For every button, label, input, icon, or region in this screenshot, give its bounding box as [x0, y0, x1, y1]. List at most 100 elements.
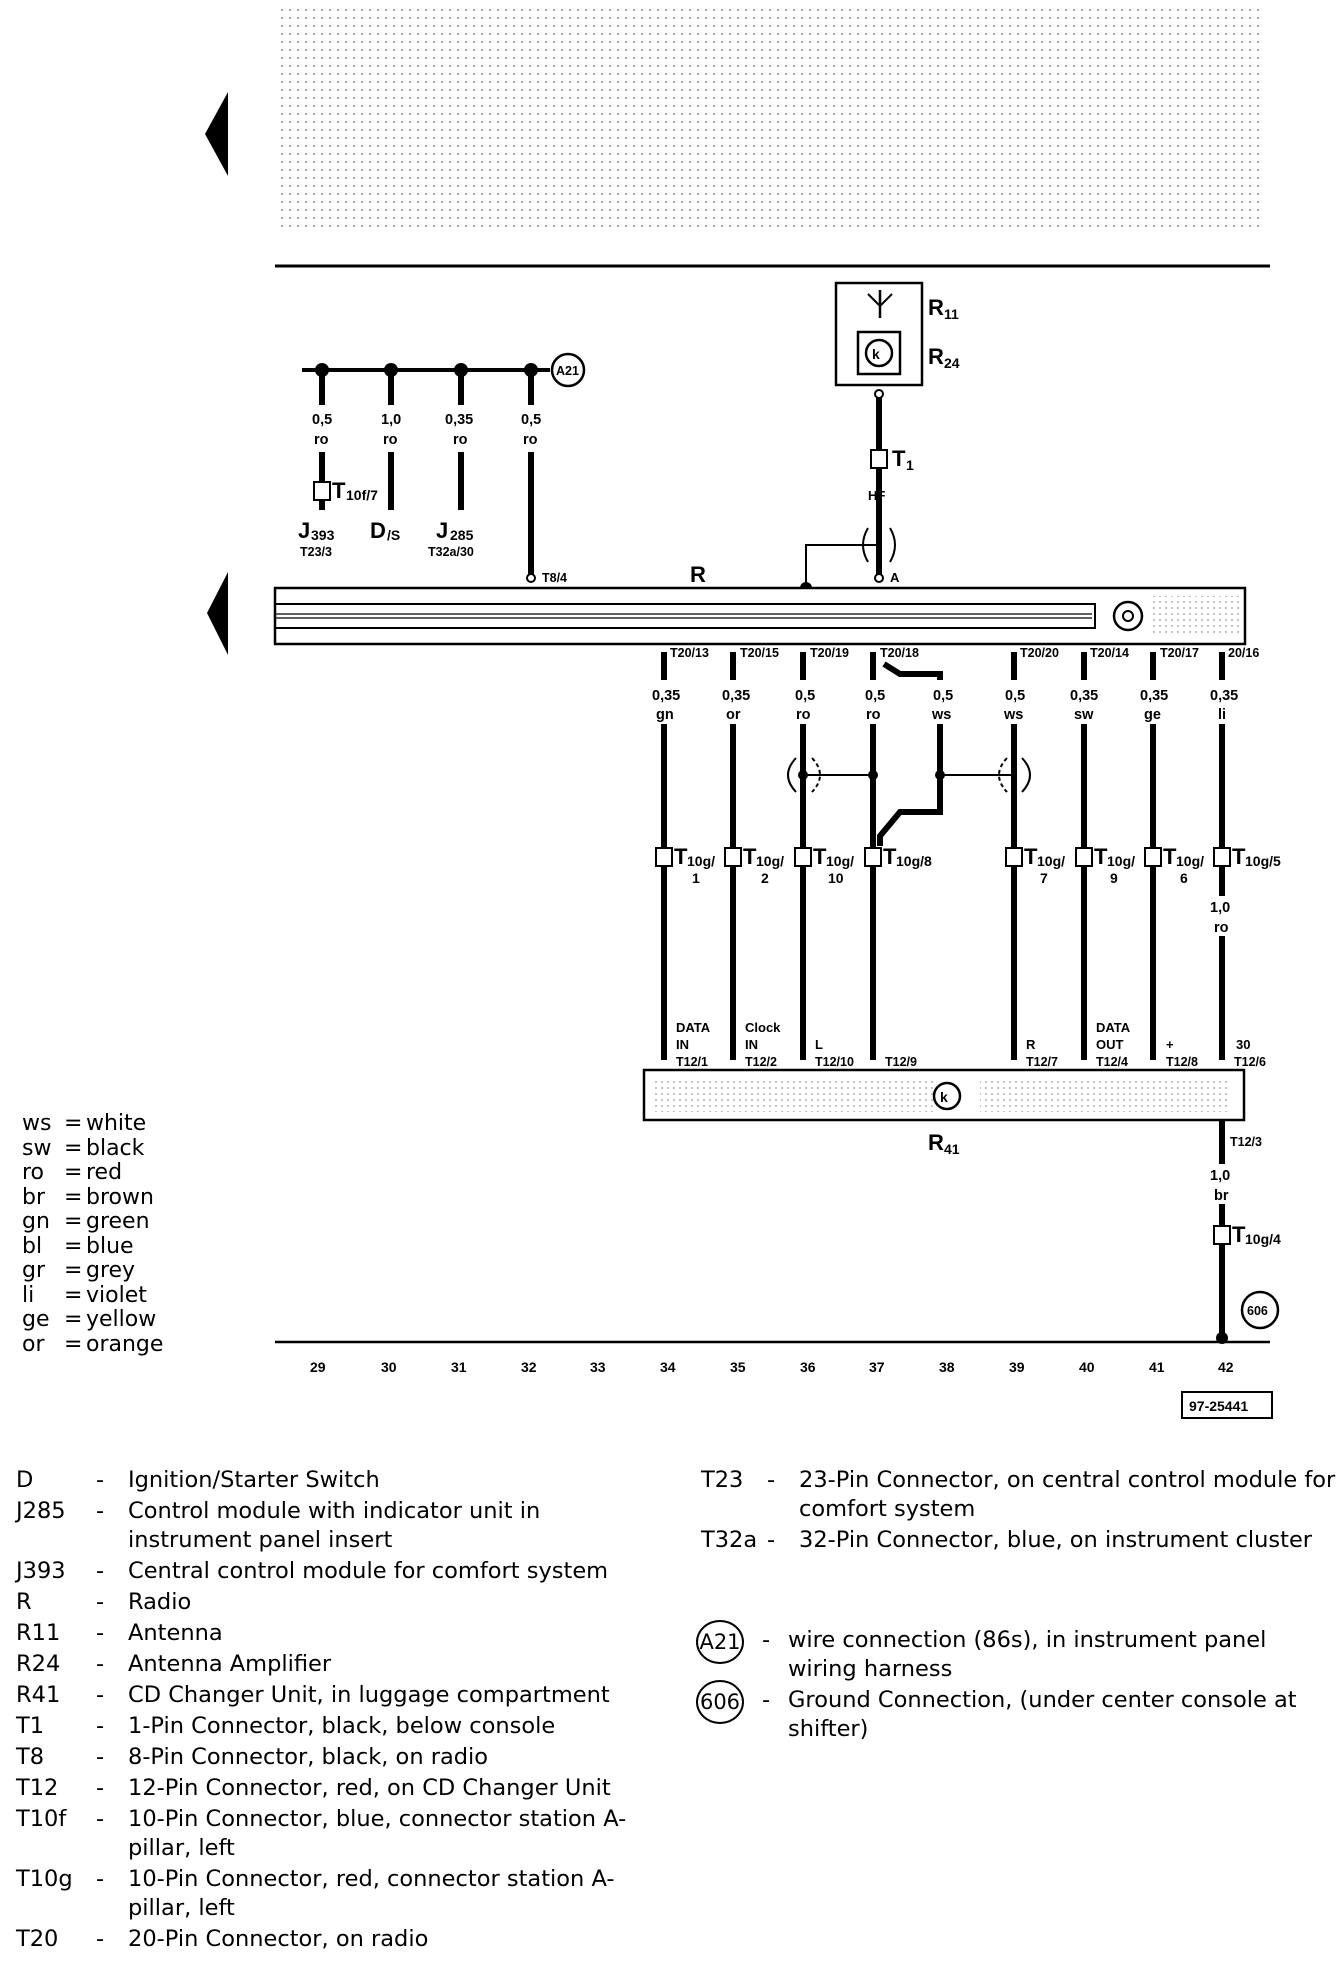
svg-text:k: k [940, 1089, 948, 1105]
color-code-row: ge=yellow [22, 1307, 157, 1332]
radio-pin-8: 20/16 [1228, 646, 1259, 660]
antenna-r11-r24: k R 11 R 24 [834, 281, 960, 387]
legend-dash: - [767, 1527, 776, 1553]
color-code: ro [22, 1160, 45, 1185]
legend-code: R41 [16, 1682, 61, 1708]
t1-connector [870, 449, 888, 469]
radio-back-arrow-icon[interactable] [207, 572, 228, 655]
cd-signal-labels: DATA IN T12/1 Clock IN T12/2 L T12/10 T1… [676, 1020, 1266, 1069]
t10g-6-num: 9 [1110, 870, 1118, 886]
cd-sig-6-l2: OUT [1096, 1037, 1124, 1052]
t8-4-label: T8/4 [542, 571, 567, 585]
legend-code: R [16, 1589, 32, 1615]
col-36: 36 [800, 1359, 816, 1375]
wire-1-color: gn [656, 707, 674, 723]
cd-sig-7-l2: + [1166, 1037, 1174, 1052]
wire-9-size: 0,35 [1210, 688, 1238, 704]
wire-ground-color: br [1214, 1188, 1229, 1204]
wire-6-size: 0,5 [1005, 688, 1025, 704]
page-back-arrow-icon[interactable] [205, 92, 228, 176]
legend-desc: Antenna Amplifier [128, 1651, 332, 1677]
component-legend-right: T23-23-Pin Connector, on central control… [701, 1466, 1339, 1557]
legend-desc: Control module with indicator unit in in… [128, 1498, 541, 1553]
t10g-4-pin-label: T [1232, 1222, 1246, 1247]
legend-dash: - [96, 1713, 105, 1739]
faded-header-region [275, 8, 1265, 230]
color-name: red [86, 1160, 123, 1185]
legend-item: T23-23-Pin Connector, on central control… [701, 1466, 1339, 1524]
color-code: li [22, 1282, 35, 1308]
legend-item: D-Ignition/Starter Switch [16, 1466, 668, 1495]
legend-code: R11 [16, 1620, 61, 1646]
legend-item: R-Radio [16, 1588, 668, 1617]
t10g-3-label: T [813, 844, 827, 869]
t10g-1-sub: 10g/ [687, 853, 715, 869]
t10g-4-connector [1213, 1225, 1231, 1245]
wire-5-color: ws [931, 707, 951, 723]
legend-dash: - [96, 1806, 105, 1832]
color-code-row: sw=black [22, 1135, 145, 1161]
color-name: violet [86, 1282, 147, 1308]
legend-desc: 10-Pin Connector, blue, connector statio… [128, 1806, 627, 1861]
radio-pin-labels: T20/13 T20/15 T20/19 T20/18 T20/20 T20/1… [670, 646, 1259, 660]
t10f-label: T [332, 478, 346, 503]
component-legend-left: D-Ignition/Starter Switch J285-Control m… [16, 1466, 668, 1956]
ground-606-circle [1240, 1290, 1280, 1330]
legend-item: J393 -Central control module for comfort … [16, 1557, 668, 1586]
wire-4-size: 0,5 [865, 688, 885, 704]
legend-desc: Central control module for comfort syste… [128, 1558, 609, 1584]
r11-sub: 11 [944, 306, 959, 322]
legend-code: T32a [701, 1527, 758, 1553]
cd-sig-1-pin: T12/1 [676, 1055, 708, 1069]
legend-code: J285 [16, 1498, 66, 1524]
legend-desc: 1-Pin Connector, black, below console [128, 1713, 556, 1739]
legend-code: T10g [16, 1866, 73, 1892]
legend-dash: - [767, 1467, 776, 1493]
legend-code: T12 [16, 1775, 59, 1801]
legend-item: T32a-32-Pin Connector, blue, on instrume… [701, 1526, 1339, 1555]
cd-changer-r41: k R 41 [642, 1068, 1246, 1157]
col-38: 38 [939, 1359, 955, 1375]
legend-desc: Radio [128, 1589, 192, 1615]
legend-item: R41-CD Changer Unit, in luggage compartm… [16, 1681, 668, 1710]
wire-ground-size: 1,0 [1210, 1168, 1230, 1184]
legend-dash: - [96, 1558, 105, 1584]
legend-item: R11-Antenna [16, 1619, 668, 1648]
top-wire-2-size: 1,0 [381, 412, 401, 428]
color-code: or [22, 1331, 45, 1357]
ground-606-label: 606 [1247, 1304, 1268, 1318]
r24-label: R [928, 344, 944, 369]
cd-sig-8-pin: T12/6 [1234, 1055, 1266, 1069]
ref-code-label: 97-25441 [1189, 1398, 1248, 1414]
legend-desc: 23-Pin Connector, on central control mod… [799, 1467, 1336, 1522]
t10g-2-num: 2 [761, 870, 769, 886]
a21-circle [550, 352, 586, 388]
legend-code: T10f [16, 1806, 67, 1832]
svg-text:k: k [872, 346, 880, 362]
color-code-row: ws=white [22, 1111, 147, 1136]
legend-code: D [16, 1467, 34, 1493]
ds-label: D [370, 518, 386, 543]
legend-dash: - [96, 1926, 105, 1952]
legend-dash: - [96, 1620, 105, 1646]
legend-item: T1-1-Pin Connector, black, below console [16, 1712, 668, 1741]
color-code-row: ro=red [22, 1160, 123, 1185]
legend-code: T8 [16, 1744, 45, 1770]
top-wire-4-size: 0,5 [521, 412, 541, 428]
legend-desc: 12-Pin Connector, red, on CD Changer Uni… [128, 1775, 611, 1801]
cd-sig-7-pin: T12/8 [1166, 1055, 1198, 1069]
legend-item: T10g-10-Pin Connector, red, connector st… [16, 1865, 668, 1923]
t10g-8-label: T [1232, 844, 1246, 869]
j393-pin: T23/3 [300, 545, 332, 559]
legend-dash: - [761, 1687, 771, 1713]
t10g-4-pin-sub: 10g/4 [1245, 1231, 1281, 1247]
wire-3-color: ro [796, 707, 811, 723]
t10f-sub: 10f/7 [346, 487, 378, 503]
legend-dash: - [96, 1498, 105, 1524]
color-name: yellow [86, 1307, 157, 1332]
color-code: ws [22, 1111, 52, 1136]
j285-pin: T32a/30 [428, 545, 474, 559]
col-30: 30 [381, 1359, 397, 1375]
radio-label: R [690, 562, 706, 587]
legend-code: J393 [16, 1558, 66, 1584]
